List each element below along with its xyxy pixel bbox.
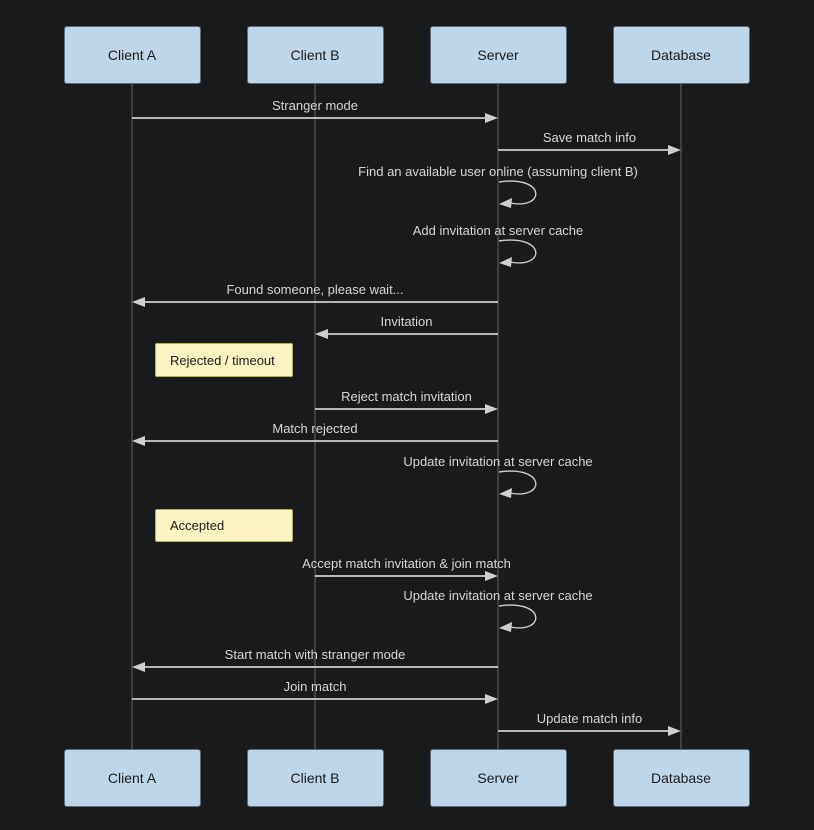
message-label: Match rejected — [272, 421, 358, 436]
message-label: Reject match invitation — [341, 389, 472, 404]
self-loop-arrowhead — [499, 488, 512, 498]
actor-server-bottom: Server — [429, 749, 567, 807]
actor-client_b-bottom: Client B — [246, 749, 384, 807]
message-label: Update invitation at server cache — [403, 588, 593, 603]
message-arrowhead — [132, 436, 145, 446]
actor-database-top: Database — [612, 26, 750, 84]
message-label: Invitation — [380, 314, 433, 329]
actor-client_a-bottom: Client A — [63, 749, 201, 807]
actor-database-bottom: Database — [612, 749, 750, 807]
self-loop-arrow — [498, 470, 537, 495]
actor-server-top: Server — [429, 26, 567, 84]
message-arrowhead — [485, 694, 498, 704]
message-arrowhead — [485, 113, 498, 123]
message-label: Find an available user online (assuming … — [358, 164, 638, 179]
message-label: Stranger mode — [272, 98, 358, 113]
self-loop-arrowhead — [499, 198, 512, 208]
message-label: Start match with stranger mode — [224, 647, 406, 662]
note-box: Rejected / timeout — [155, 343, 293, 377]
message-label: Add invitation at server cache — [412, 223, 584, 238]
note-box: Accepted — [155, 509, 293, 542]
message-arrowhead — [132, 297, 145, 307]
message-arrowhead — [132, 662, 145, 672]
self-loop-arrow — [498, 180, 537, 205]
self-loop-arrow — [498, 239, 537, 264]
message-label: Accept match invitation & join match — [302, 556, 511, 571]
message-arrowhead — [485, 404, 498, 414]
message-label: Found someone, please wait... — [226, 282, 404, 297]
message-arrowhead — [315, 329, 328, 339]
message-arrowhead — [668, 145, 681, 155]
actor-client_a-top: Client A — [63, 26, 201, 84]
actor-client_b-top: Client B — [246, 26, 384, 84]
self-loop-arrowhead — [499, 622, 512, 632]
message-label: Join match — [283, 679, 347, 694]
self-loop-arrow — [498, 604, 537, 629]
message-arrowhead — [485, 571, 498, 581]
message-label: Update match info — [536, 711, 643, 726]
message-label: Update invitation at server cache — [403, 454, 593, 469]
message-label: Save match info — [542, 130, 637, 145]
message-arrowhead — [668, 726, 681, 736]
self-loop-arrowhead — [499, 257, 512, 267]
